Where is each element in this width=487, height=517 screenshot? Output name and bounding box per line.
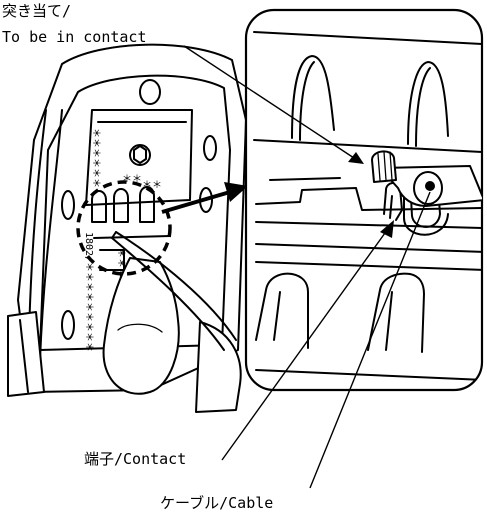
device-small-marks-2: ＊＊ xyxy=(142,180,162,191)
zoom-arrow-icon xyxy=(161,182,248,214)
screw-icon xyxy=(129,144,151,166)
label-cable: ケーブル/Cable xyxy=(160,494,274,512)
label-contact-top-jp: 突き当て/ xyxy=(2,2,72,20)
cable-on-device xyxy=(111,231,237,351)
label-contact-top-en: To be in contact xyxy=(2,28,147,46)
hand-illustration xyxy=(102,257,242,413)
zoom-detail-panel xyxy=(244,8,484,392)
device-body xyxy=(7,43,247,397)
device-model-text: 1802/ xyxy=(83,232,94,262)
device-vertical-text: ＊＊＊＊＊＊＊＊＊ xyxy=(83,262,94,352)
label-terminal: 端子/Contact xyxy=(84,450,187,468)
device-side-text: ＊＊＊＊＊＊ xyxy=(90,128,101,188)
leader-lines xyxy=(183,45,431,489)
device-small-marks: ＊＊ xyxy=(122,174,142,185)
zoom-highlight-circle xyxy=(76,180,172,276)
